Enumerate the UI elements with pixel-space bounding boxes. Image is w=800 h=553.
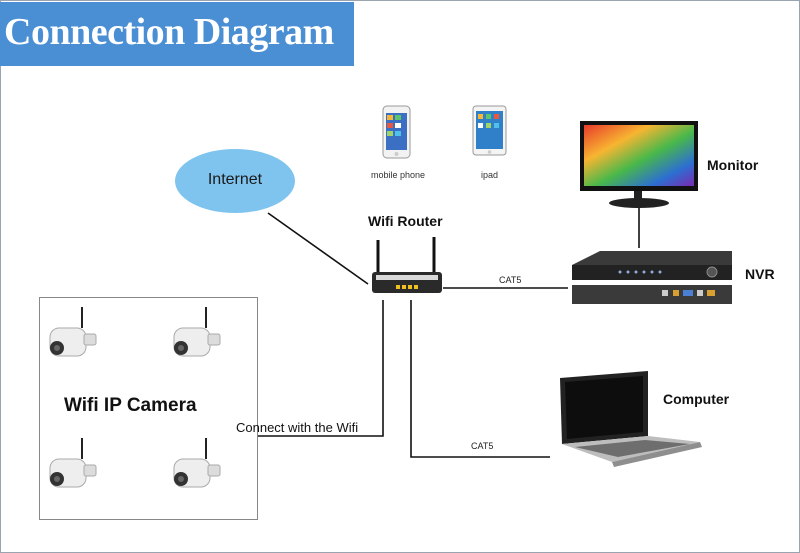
internet-label: Internet [207, 171, 263, 188]
camera-icon-3 [49, 438, 97, 488]
ipad-label: ipad [481, 170, 499, 180]
mobile-phone-label: mobile phone [371, 170, 426, 180]
title-banner: Connection Diagram [0, 2, 354, 66]
router-label: Wifi Router [368, 213, 443, 229]
camera-icon-4 [173, 438, 221, 488]
line-camera-router [232, 300, 384, 437]
line-internet-router [267, 212, 369, 285]
camera-label: Wifi IP Camera [64, 395, 197, 416]
nvr-label: NVR [745, 266, 775, 282]
camera-icon-2 [173, 307, 221, 357]
monitor-label: Monitor [707, 157, 759, 173]
cat5-label-nvr: CAT5 [499, 275, 522, 285]
cat5-label-computer: CAT5 [471, 441, 494, 451]
connect-wifi-label: Connect with the Wifi [236, 420, 359, 435]
internet-cloud: Internet [175, 149, 295, 213]
computer-label: Computer [663, 391, 730, 407]
page-title: Connection Diagram [4, 11, 334, 53]
line-router-computer [410, 300, 550, 458]
camera-icon-1 [49, 307, 97, 357]
